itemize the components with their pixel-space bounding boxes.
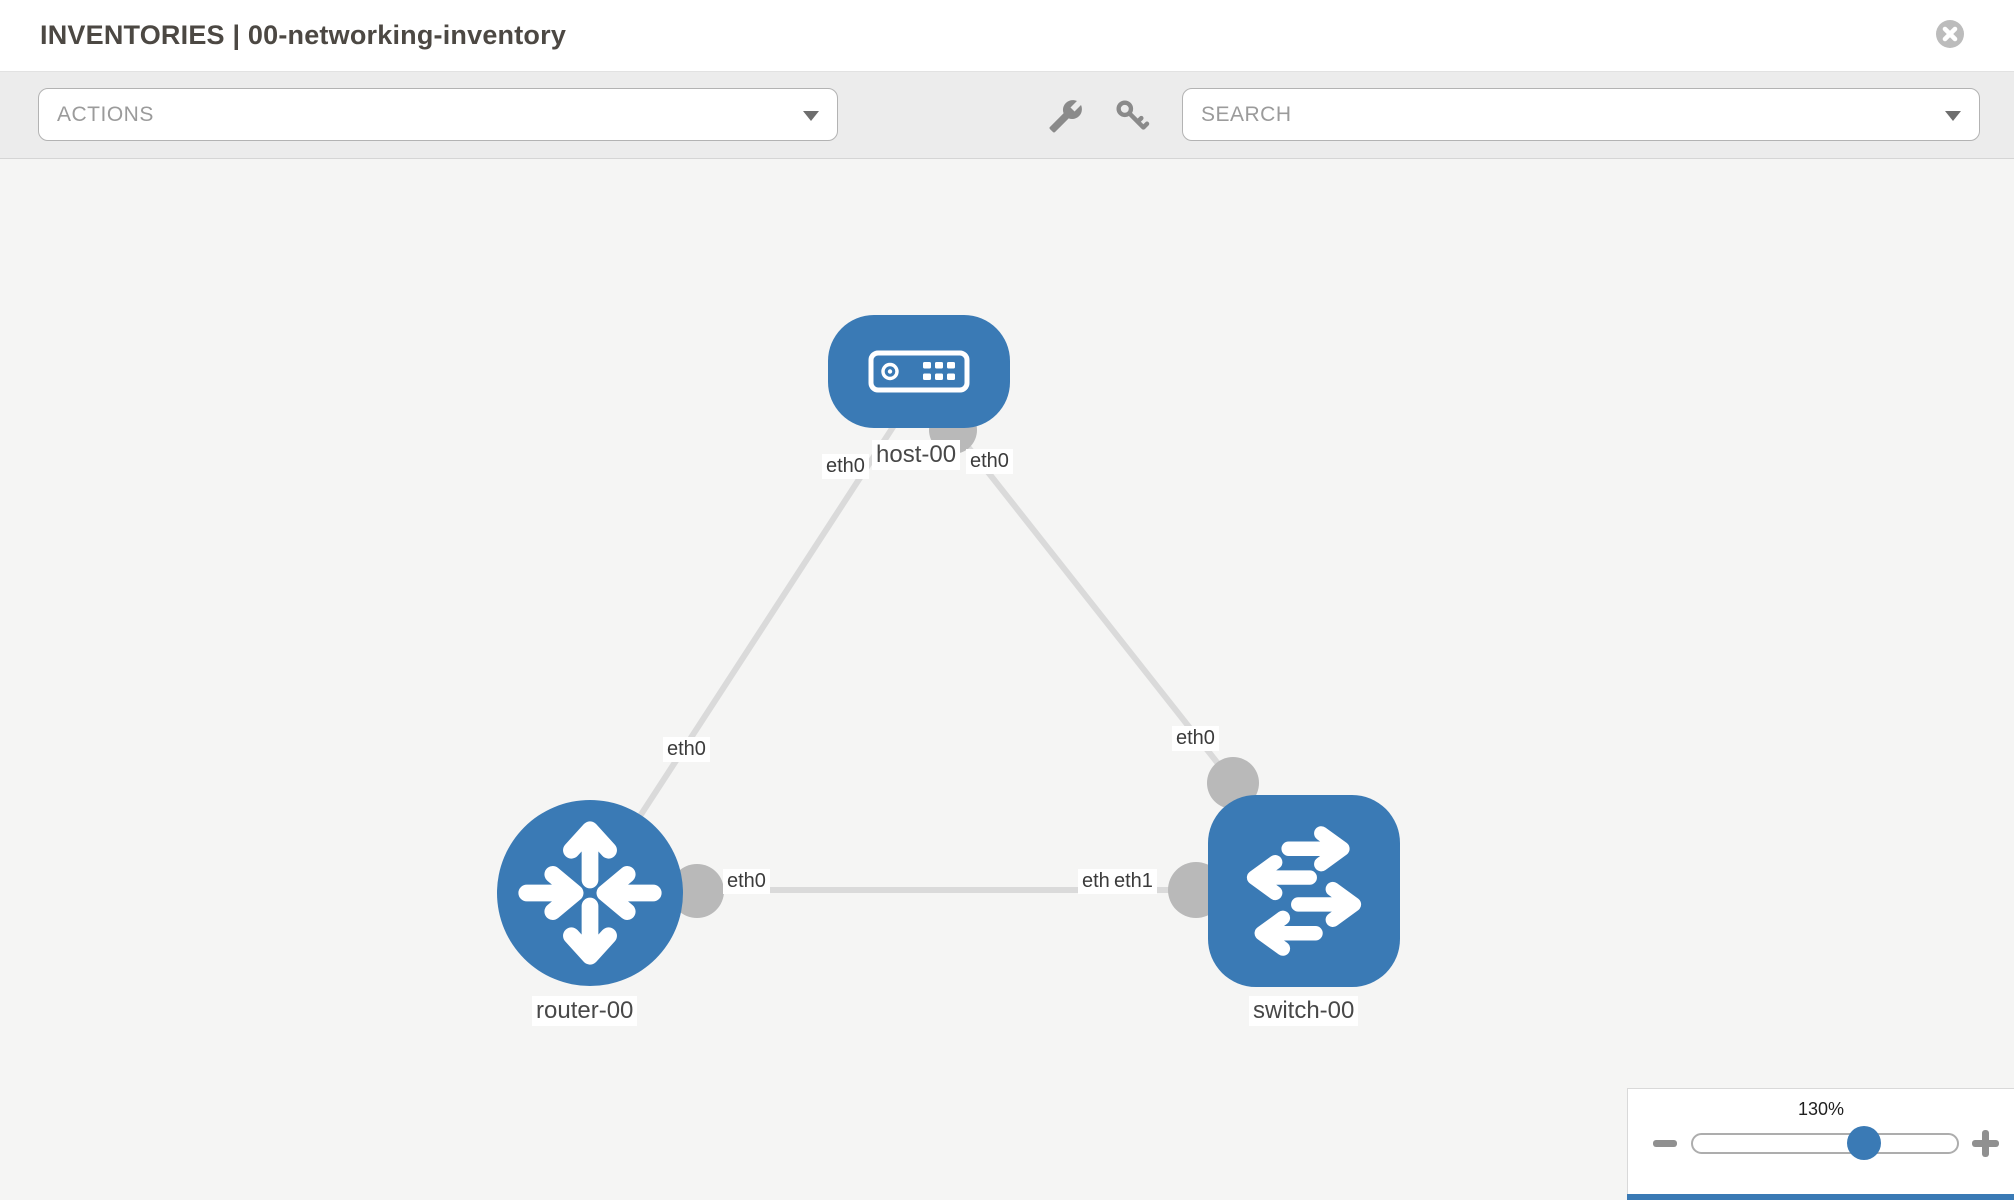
- actions-select-label: ACTIONS: [57, 102, 154, 126]
- interface-label-switch-eth1: eth1: [1110, 869, 1157, 894]
- search-select[interactable]: SEARCH: [1182, 88, 1980, 141]
- page-title: INVENTORIES | 00-networking-inventory: [40, 20, 567, 50]
- bottom-accent-strip: [1627, 1194, 2014, 1200]
- zoom-slider-track[interactable]: [1691, 1133, 1959, 1154]
- switch-icon: [1246, 826, 1362, 956]
- node-host[interactable]: [828, 315, 1010, 428]
- node-label-host: host-00: [872, 440, 961, 470]
- chevron-down-icon: [1945, 111, 1961, 121]
- node-switch[interactable]: [1208, 795, 1400, 987]
- link-host-router: [587, 422, 898, 895]
- plus-icon: [1982, 1130, 1989, 1157]
- key-icon: [1116, 100, 1150, 130]
- topology-graph: [497, 315, 1400, 987]
- interface-label-router-eth0-diagonal: eth0: [663, 737, 710, 762]
- interface-label-host-eth0-left: eth0: [822, 454, 869, 479]
- host-icon: [868, 350, 970, 393]
- anchor-switch-eth0: [1207, 757, 1259, 809]
- wrench-icon: [1049, 100, 1082, 133]
- chevron-down-icon: [803, 111, 819, 121]
- zoom-slider-thumb[interactable]: [1847, 1126, 1881, 1160]
- key-button[interactable]: [1114, 98, 1150, 134]
- zoom-out-button[interactable]: [1653, 1140, 1677, 1147]
- close-icon: [1942, 26, 1958, 42]
- wrench-button[interactable]: [1048, 98, 1084, 134]
- node-label-switch: switch-00: [1249, 996, 1359, 1026]
- anchor-router-eth: [670, 864, 724, 918]
- interface-label-switch-eth0-top: eth0: [1172, 726, 1219, 751]
- search-select-label: SEARCH: [1201, 102, 1292, 126]
- toolbar: ACTIONS SEARCH: [0, 72, 2014, 159]
- close-button[interactable]: [1936, 20, 1964, 48]
- actions-select[interactable]: ACTIONS: [38, 88, 838, 141]
- zoom-level: 130%: [1797, 1099, 1845, 1119]
- interface-label-router-eth0-horizontal: eth0: [723, 869, 770, 894]
- zoom-panel: 130%: [1627, 1088, 2014, 1200]
- interface-label-host-eth0-right: eth0: [966, 449, 1013, 474]
- header: INVENTORIES | 00-networking-inventory: [0, 0, 2014, 72]
- zoom-in-button[interactable]: [1972, 1130, 1999, 1157]
- topology-canvas[interactable]: host-00 router-00 switch-00 eth0 eth0 et…: [0, 159, 2014, 1200]
- node-label-router: router-00: [532, 996, 638, 1026]
- node-router[interactable]: [497, 800, 683, 986]
- router-icon: [518, 821, 662, 965]
